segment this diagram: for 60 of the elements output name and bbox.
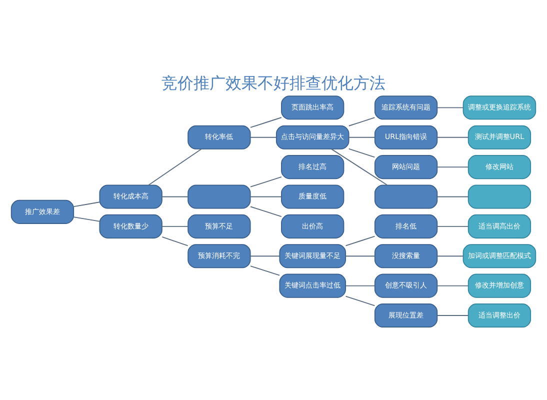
node-box	[468, 184, 532, 209]
connector	[250, 136, 277, 138]
node-box: 修改网站	[468, 155, 532, 180]
node-box: 适当调整出价	[468, 304, 532, 328]
connector	[250, 176, 282, 188]
node-box: 调整或更换追踪系统	[462, 96, 536, 120]
connector	[345, 285, 376, 286]
connector	[436, 196, 469, 198]
connector	[348, 148, 376, 158]
node-box: 转化数量少	[99, 214, 162, 238]
node-box: 没搜索量	[374, 244, 438, 268]
node-box: 追踪系统有问题	[374, 96, 438, 120]
node-box: 排名过高	[281, 155, 344, 180]
connector	[148, 148, 202, 186]
connector	[162, 226, 188, 227]
node-box	[374, 184, 438, 209]
node-box: 网站问题	[374, 155, 438, 180]
connector	[345, 296, 376, 306]
node-box: 质量度低	[281, 184, 344, 209]
node-box: 预算消耗不完	[188, 244, 251, 268]
connector	[162, 236, 188, 246]
node-box: 关键词展现量不足	[279, 244, 346, 268]
connector	[330, 148, 388, 186]
connector	[345, 256, 376, 257]
node-box: 加词或调整匹配模式	[462, 244, 536, 268]
connector	[436, 107, 464, 108]
connector	[436, 256, 464, 257]
node-box: 创意不吸引人	[374, 274, 438, 298]
connector	[250, 117, 282, 128]
connector	[250, 266, 280, 276]
diagram-title: 竞价推广效果不好排查优化方法	[162, 74, 386, 93]
connector	[348, 136, 376, 138]
connector	[250, 196, 282, 198]
node-box: 页面跳出率高	[281, 96, 344, 120]
connector	[436, 285, 469, 286]
node-box: 展现位置差	[374, 304, 438, 328]
connector	[73, 216, 100, 222]
connector	[436, 315, 469, 316]
node-box: URL指向错误	[374, 125, 438, 150]
node-box: 点击与访问量差异大	[276, 125, 350, 150]
connector	[250, 256, 280, 257]
node-box: 关键词点击率过低	[279, 274, 346, 298]
connector	[73, 202, 100, 208]
node-box: 推广效果差	[10, 200, 74, 224]
node-box: 预算不足	[188, 214, 251, 238]
node-box: 测试并调整URL	[468, 125, 532, 150]
node-box: 适当调高出价	[468, 214, 532, 238]
connector	[345, 236, 376, 246]
connector	[162, 196, 188, 198]
node-box: 出价高	[281, 214, 344, 238]
node-box: 转化成本高	[99, 184, 162, 209]
node-box: 转化率低	[188, 125, 251, 150]
node-box: 排名低	[374, 214, 438, 238]
connector	[436, 166, 469, 168]
connector	[348, 117, 376, 126]
connector	[436, 136, 469, 138]
connector	[436, 226, 469, 227]
node-box	[188, 184, 251, 209]
node-box: 修改并增加创意	[468, 274, 532, 298]
connector	[250, 206, 282, 218]
